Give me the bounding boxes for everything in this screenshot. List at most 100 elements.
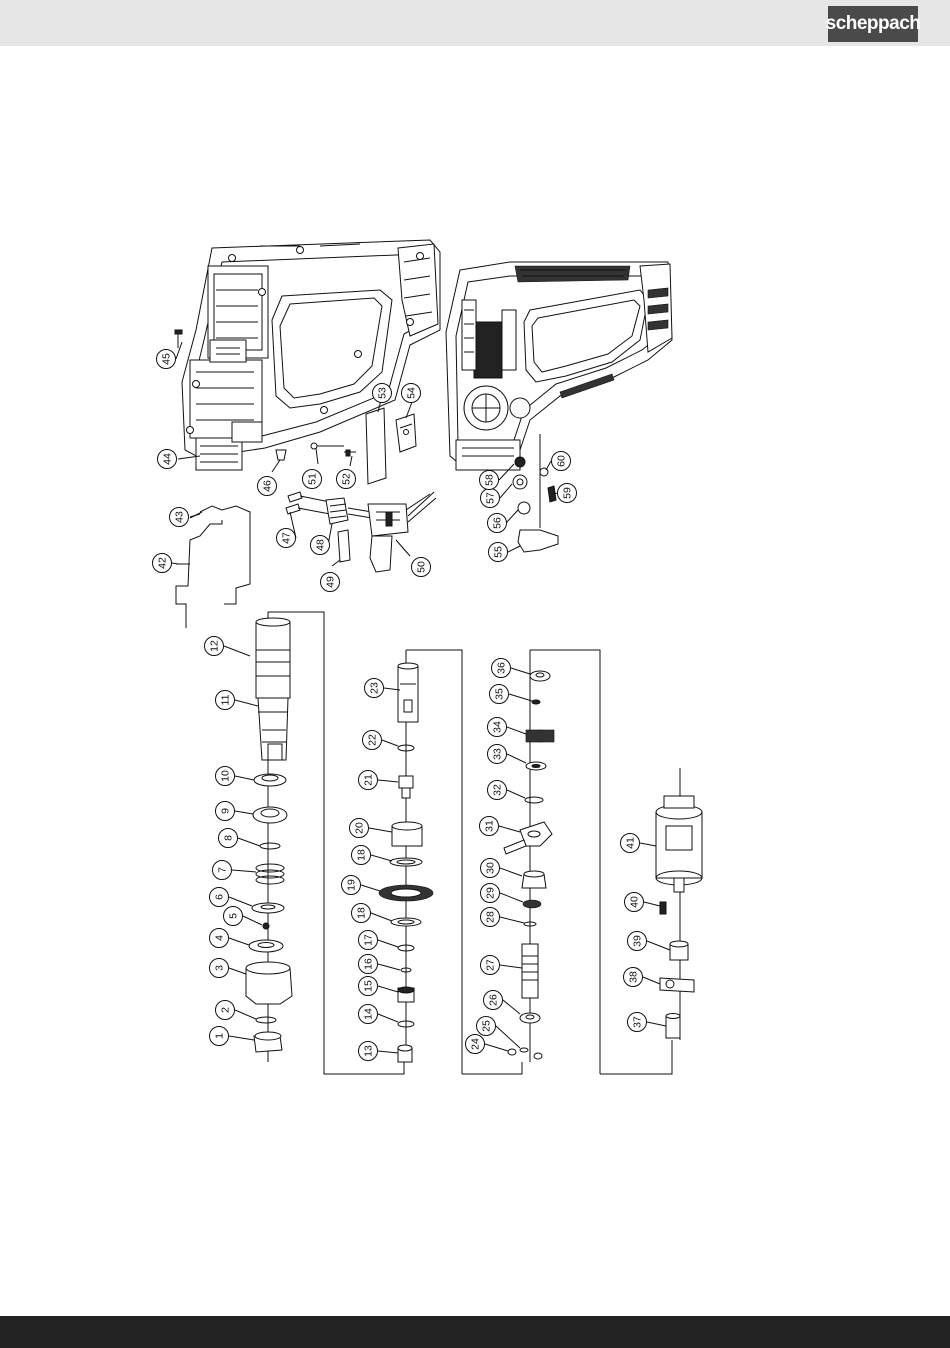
part-callout-5: 5: [224, 907, 243, 926]
part-callout-2: 2: [216, 1001, 235, 1020]
part-callout-50: 50: [412, 558, 431, 577]
part-callout-46: 46: [258, 477, 277, 496]
right-housing-half: [446, 262, 672, 470]
part-callout-56: 56: [488, 514, 507, 533]
part-callout-27: 27: [481, 956, 500, 975]
svg-text:38: 38: [628, 971, 640, 983]
svg-text:8: 8: [223, 835, 235, 841]
part-callout-51: 51: [303, 470, 322, 489]
part-callout-1: 1: [210, 1027, 229, 1046]
svg-text:49: 49: [325, 576, 337, 588]
svg-text:35: 35: [494, 688, 506, 700]
part-callout-59: 59: [558, 484, 577, 503]
part-callout-33: 33: [488, 745, 507, 764]
svg-text:26: 26: [488, 994, 500, 1006]
column-1-parts: [224, 612, 324, 1062]
svg-text:4: 4: [214, 935, 226, 941]
svg-text:40: 40: [629, 896, 641, 908]
svg-text:11: 11: [220, 694, 232, 705]
part-callout-17: 17: [359, 931, 378, 950]
part-callout-57: 57: [481, 489, 500, 508]
footer-bar: [0, 1316, 950, 1348]
svg-text:53: 53: [377, 387, 389, 399]
svg-text:1: 1: [214, 1033, 226, 1039]
part-callout-21: 21: [359, 771, 378, 790]
svg-text:54: 54: [406, 387, 418, 399]
part-callout-54: 54: [402, 384, 421, 403]
svg-text:59: 59: [562, 487, 574, 499]
svg-text:5: 5: [228, 913, 240, 919]
svg-text:21: 21: [363, 774, 375, 786]
column-2-parts: [324, 618, 462, 1074]
svg-text:32: 32: [492, 784, 504, 796]
switch-assembly: [286, 492, 436, 572]
svg-text:45: 45: [161, 353, 173, 365]
svg-text:10: 10: [220, 770, 232, 782]
part-callout-16: 16: [359, 955, 378, 974]
svg-text:15: 15: [363, 980, 375, 992]
svg-text:27: 27: [485, 959, 497, 971]
part-callout-6: 6: [210, 888, 229, 907]
svg-text:17: 17: [363, 934, 375, 946]
svg-text:47: 47: [281, 532, 293, 544]
part-callout-4: 4: [210, 929, 229, 948]
part-callout-26: 26: [484, 991, 503, 1010]
part-callout-48: 48: [311, 536, 330, 555]
part-callout-24: 24: [466, 1035, 485, 1054]
part-callout-13: 13: [359, 1042, 378, 1061]
part-callout-3: 3: [210, 959, 229, 978]
svg-text:52: 52: [341, 473, 353, 485]
svg-text:60: 60: [556, 455, 568, 467]
part-callout-18: 18: [352, 846, 371, 865]
svg-text:19: 19: [346, 879, 358, 891]
part-callout-23: 23: [365, 679, 384, 698]
part-callout-35: 35: [490, 685, 509, 704]
svg-text:14: 14: [363, 1008, 375, 1020]
small-pieces-46-51-52: [272, 443, 356, 472]
part-callout-45: 45: [157, 350, 176, 369]
svg-text:16: 16: [363, 958, 375, 970]
part-callout-41: 41: [621, 834, 640, 853]
part-callout-52: 52: [337, 470, 356, 489]
part-callout-11: 11: [216, 691, 235, 710]
part-callout-36: 36: [492, 659, 511, 678]
part-callout-55: 55: [489, 543, 508, 562]
svg-text:50: 50: [416, 561, 428, 573]
svg-text:42: 42: [157, 557, 169, 569]
svg-text:2: 2: [220, 1007, 232, 1013]
svg-text:25: 25: [481, 1020, 493, 1032]
bracket-42-43: [176, 506, 250, 628]
part-callout-38: 38: [624, 968, 643, 987]
svg-text:51: 51: [307, 473, 319, 485]
svg-text:36: 36: [496, 662, 508, 674]
svg-text:57: 57: [485, 492, 497, 504]
part-callout-40: 40: [625, 893, 644, 912]
svg-text:24: 24: [470, 1038, 482, 1050]
svg-text:18: 18: [356, 907, 368, 919]
part-callout-34: 34: [488, 718, 507, 737]
part-callout-42: 42: [153, 554, 172, 573]
part-callout-39: 39: [628, 932, 647, 951]
part-callout-58: 58: [480, 471, 499, 490]
svg-text:6: 6: [214, 894, 226, 900]
svg-text:48: 48: [315, 539, 327, 551]
part-callout-15: 15: [359, 977, 378, 996]
part-callout-47: 47: [277, 529, 296, 548]
part-callout-30: 30: [481, 859, 500, 878]
svg-text:37: 37: [632, 1016, 644, 1028]
svg-text:33: 33: [492, 748, 504, 760]
part-callout-37: 37: [628, 1013, 647, 1032]
part-callout-43: 43: [170, 508, 189, 527]
svg-text:20: 20: [354, 822, 366, 834]
part-callout-10: 10: [216, 767, 235, 786]
svg-text:18: 18: [356, 849, 368, 861]
part-callout-20: 20: [350, 819, 369, 838]
svg-text:30: 30: [485, 862, 497, 874]
svg-text:7: 7: [217, 867, 229, 873]
part-callout-60: 60: [552, 452, 571, 471]
svg-text:9: 9: [220, 808, 232, 814]
part-callout-18: 18: [352, 904, 371, 923]
part-callout-8: 8: [219, 829, 238, 848]
part-callout-49: 49: [321, 573, 340, 592]
svg-text:28: 28: [485, 911, 497, 923]
